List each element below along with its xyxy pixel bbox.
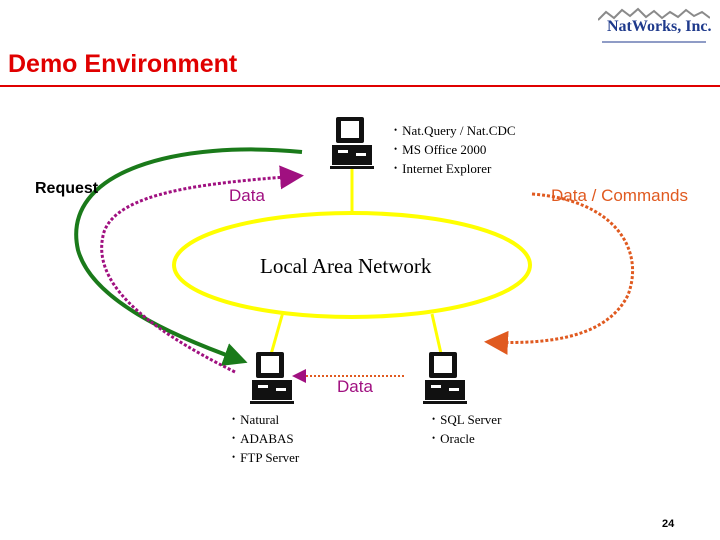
client-computer-icon bbox=[330, 117, 374, 169]
list-item: Nat.Query / Nat.CDC bbox=[394, 122, 515, 141]
logo-wave bbox=[598, 7, 710, 21]
page-title: Demo Environment bbox=[8, 50, 238, 78]
list-item: FTP Server bbox=[232, 449, 299, 468]
title-divider bbox=[0, 85, 720, 87]
data-commands-arrow bbox=[484, 192, 634, 355]
list-item: ADABAS bbox=[232, 430, 299, 449]
data-label-bottom: Data bbox=[337, 377, 373, 396]
lan-drop-sql bbox=[430, 313, 444, 359]
list-item: Internet Explorer bbox=[394, 160, 516, 179]
request-label: Request bbox=[35, 180, 99, 197]
list-item: SQL Server bbox=[432, 411, 501, 430]
data-label-top: Data bbox=[229, 186, 265, 205]
lan-drop-natural bbox=[268, 311, 285, 359]
list-item: Natural bbox=[232, 411, 299, 430]
logo-text: NatWorks, Inc. bbox=[607, 18, 712, 35]
request-arrow bbox=[74, 147, 303, 366]
company-logo bbox=[598, 7, 710, 43]
data-commands-label: Data / Commands bbox=[551, 186, 688, 205]
natural-server-computer-icon bbox=[250, 352, 294, 404]
lan-label: Local Area Network bbox=[260, 254, 432, 278]
page-number: 24 bbox=[662, 518, 675, 530]
natural-server-software-list: Natural ADABAS FTP Server bbox=[232, 411, 299, 468]
sql-server-software-list: SQL Server Oracle bbox=[432, 411, 501, 449]
list-item: MS Office 2000 bbox=[394, 141, 516, 160]
data-return-arrow bbox=[100, 165, 304, 374]
client-software-list: Nat.Query / Nat.CDC MS Office 2000 Inter… bbox=[394, 122, 516, 179]
list-item: Oracle bbox=[432, 430, 501, 449]
sql-server-computer-icon bbox=[423, 352, 467, 404]
